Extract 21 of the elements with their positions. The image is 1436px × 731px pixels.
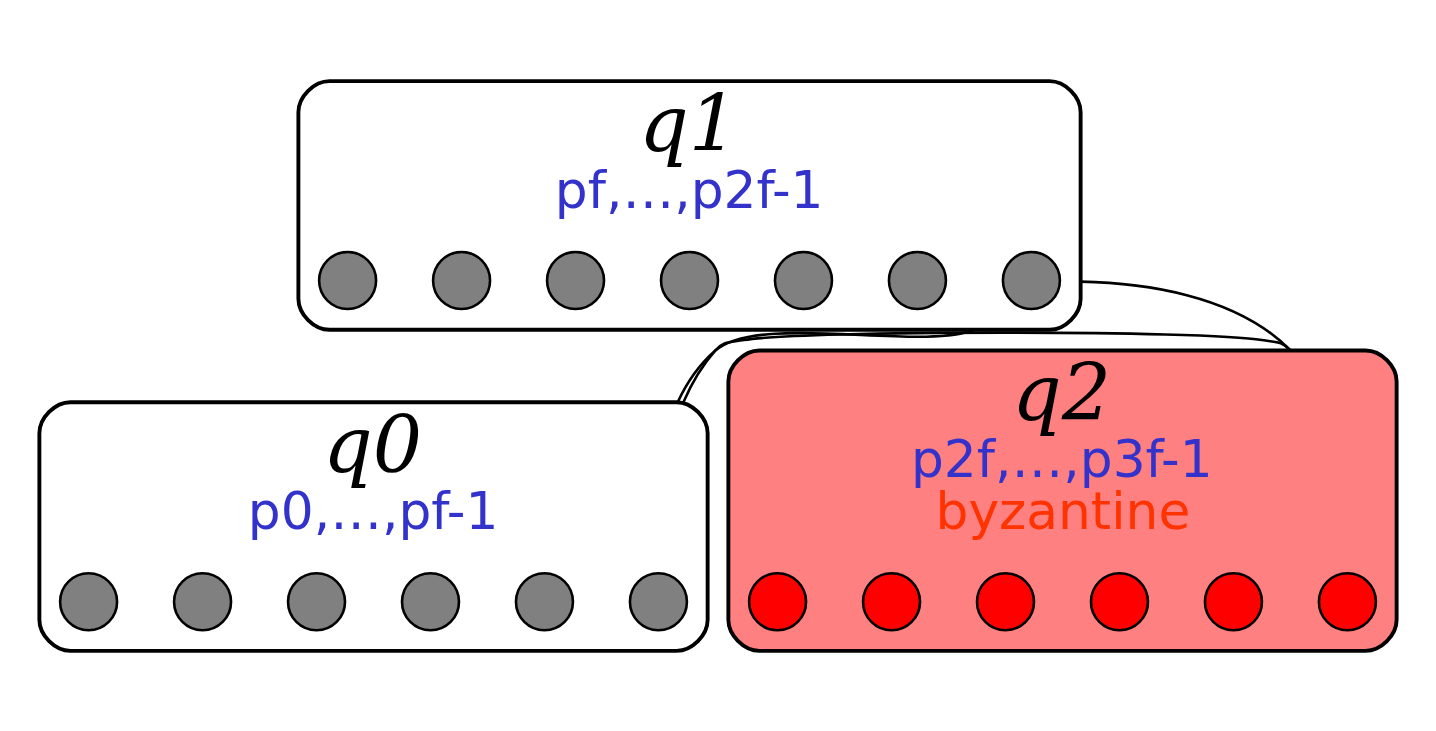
connector: [676, 328, 975, 403]
node-circle: [286, 571, 347, 631]
node-circle: [1317, 571, 1378, 631]
node-circle: [58, 571, 119, 631]
node-circle: [628, 571, 689, 631]
node-circle: [1089, 571, 1150, 631]
node-circle: [172, 571, 233, 631]
node-circle: [773, 250, 834, 310]
connector: [682, 330, 1292, 403]
node-circle: [1203, 571, 1264, 631]
node-circle: [431, 250, 492, 310]
node-circle: [514, 571, 575, 631]
node-circle: [747, 571, 808, 631]
node-circle: [887, 250, 948, 310]
node-circle: [545, 250, 606, 310]
node-circle: [975, 571, 1036, 631]
node-circle: [1001, 250, 1062, 310]
node-circle: [400, 571, 461, 631]
node-circle: [659, 250, 720, 310]
node-circle: [861, 571, 922, 631]
node-circle: [317, 250, 378, 310]
